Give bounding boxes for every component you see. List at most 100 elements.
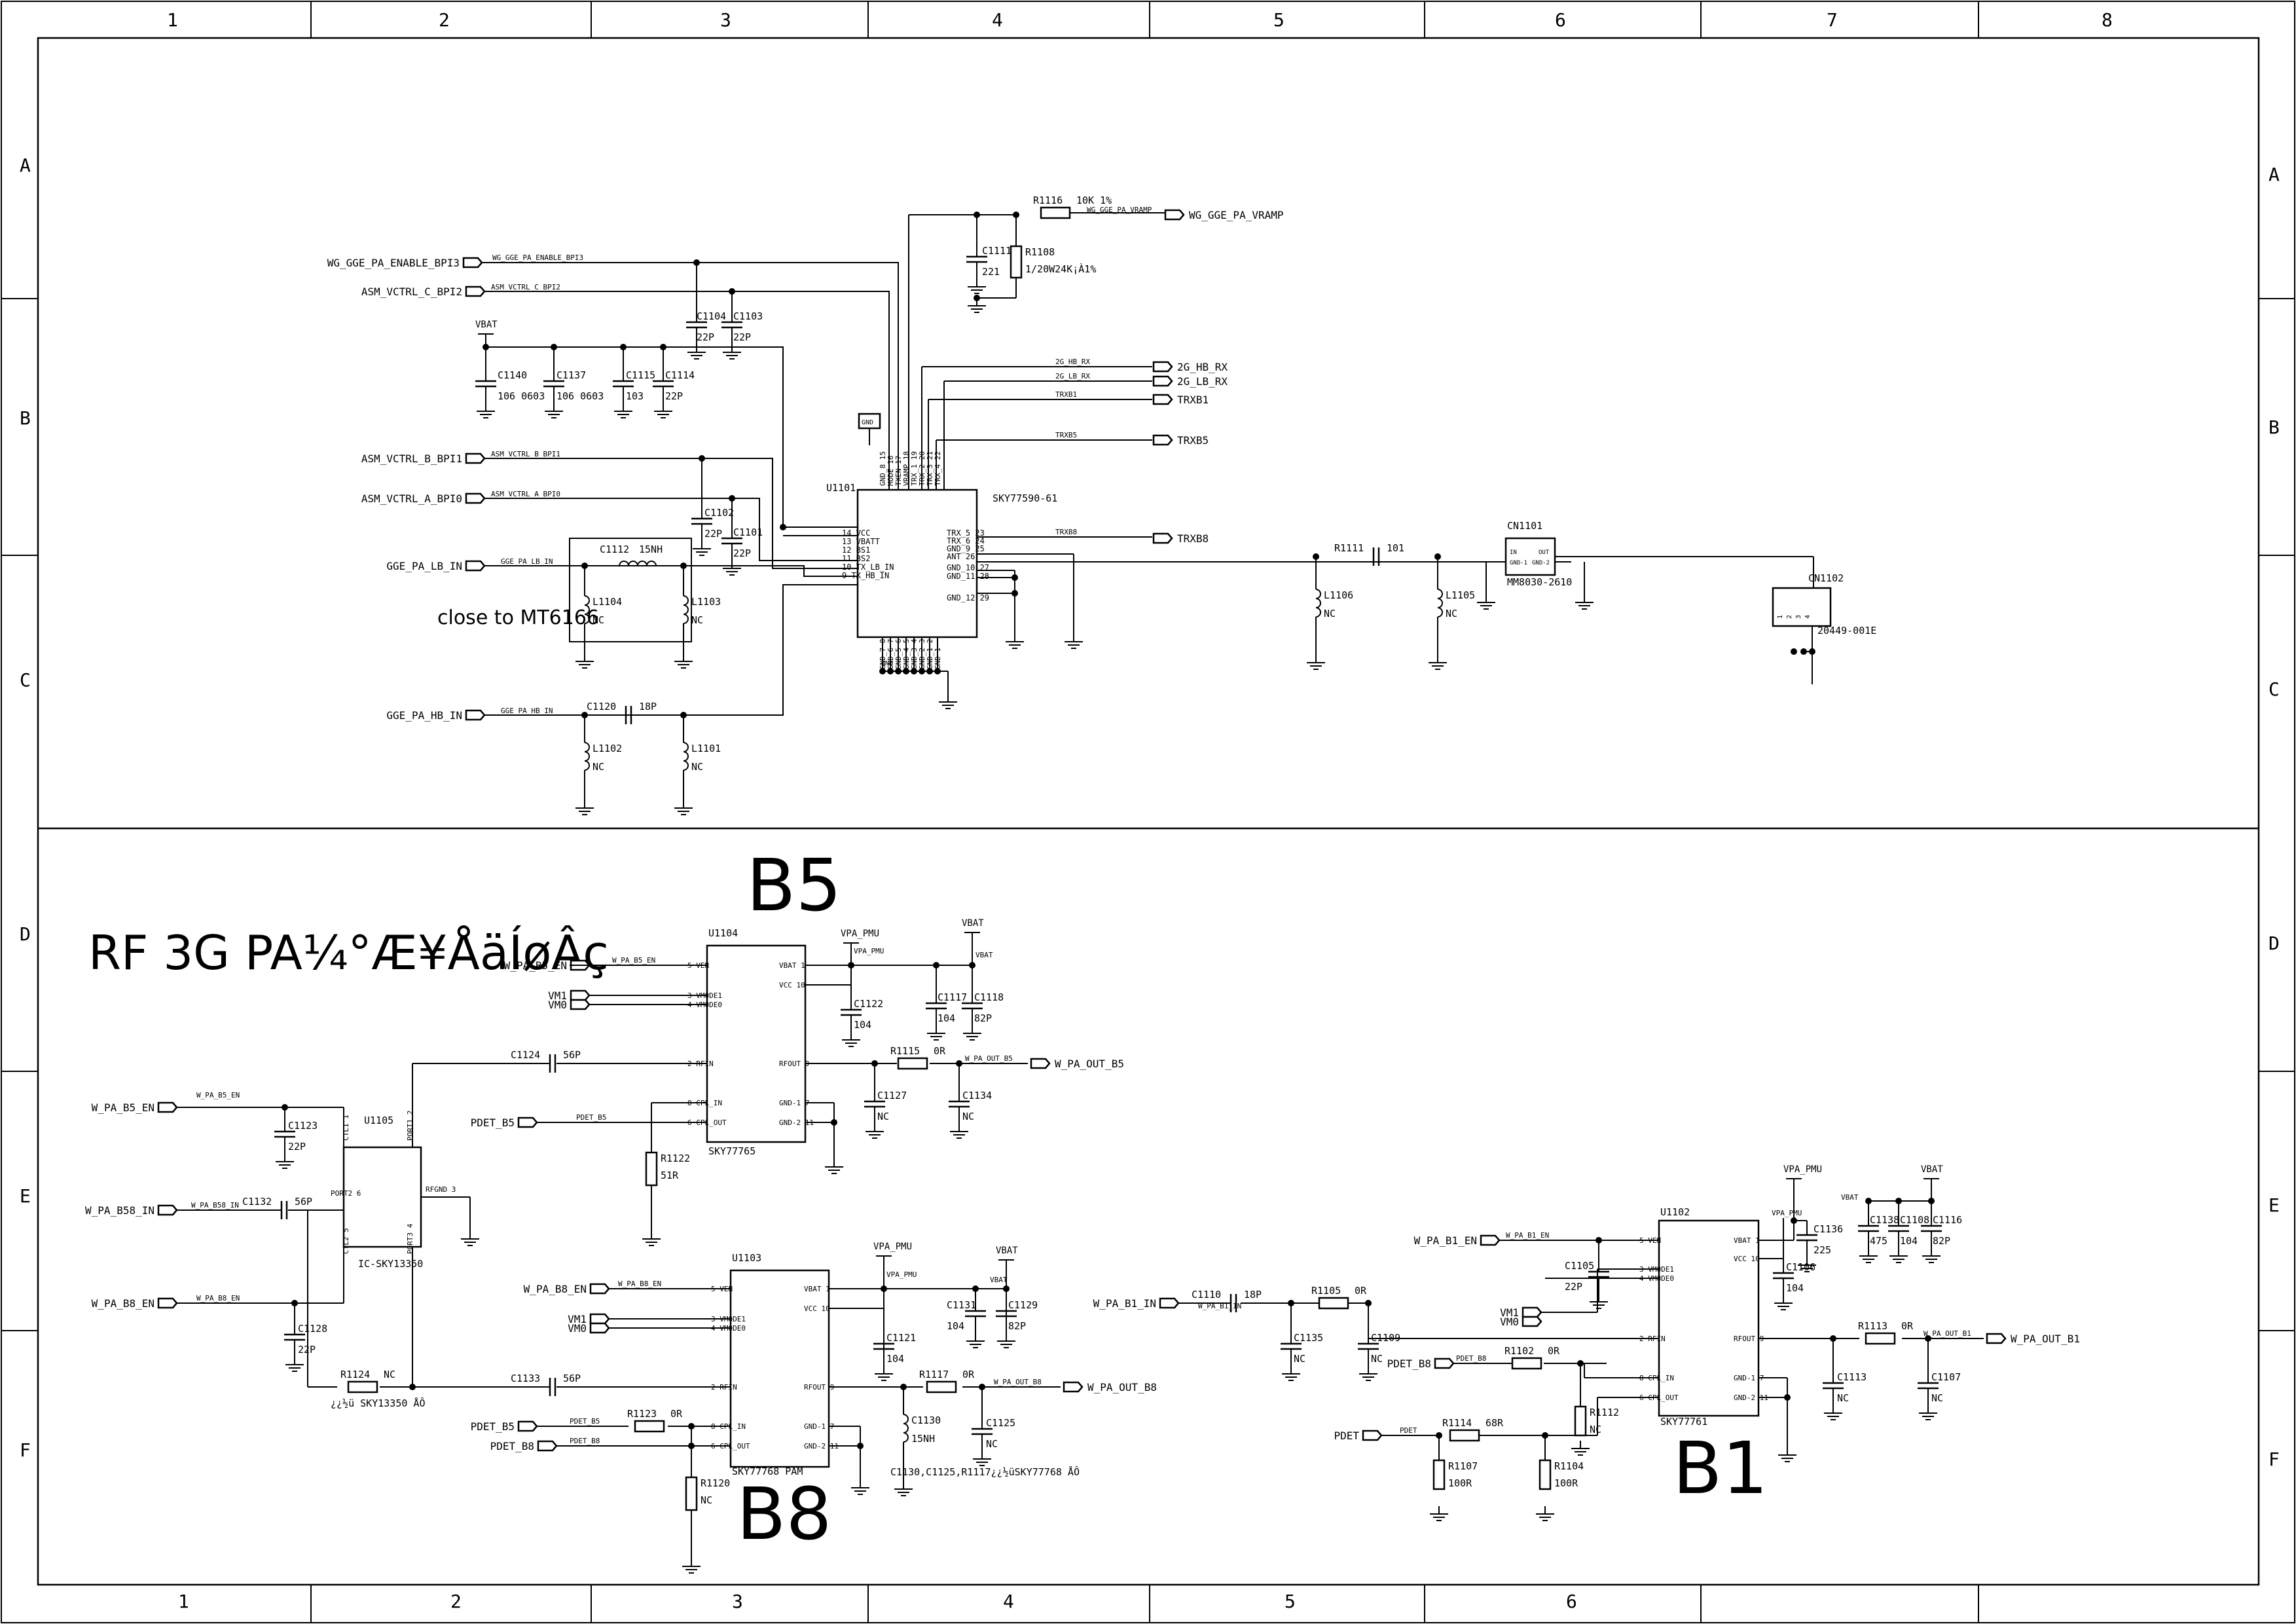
ground-symbol	[963, 1025, 981, 1041]
u1101-pin-right: GND_11 28	[947, 572, 989, 581]
resistor-value: NC	[701, 1494, 712, 1506]
capacitor-value: 56P	[295, 1196, 312, 1208]
junction-dot	[895, 668, 902, 674]
capacitor-ref: C1120	[587, 701, 616, 712]
port-vm1-b5[interactable]: VM1	[548, 989, 591, 1002]
capacitor-value: 18P	[639, 701, 657, 712]
u1103-pin-right: GND-2 11	[804, 1442, 839, 1450]
port-vm1-b1[interactable]: VM1	[1500, 1306, 1542, 1319]
port-w-pa-out-b1[interactable]: W_PA_OUT_B1	[1986, 1333, 2080, 1345]
port-pdet-b5-u1103[interactable]: PDET_B5	[471, 1420, 538, 1433]
port-wg-gge-pa-vramp[interactable]: WG_GGE_PA_VRAMP	[1164, 209, 1284, 221]
resistor-ref: R1114	[1442, 1417, 1472, 1429]
capacitor-value: NC	[1294, 1353, 1305, 1365]
port-pdet-label: PDET	[1334, 1430, 1359, 1442]
ground-symbol	[642, 1231, 661, 1246]
port-w-pa-b58-in-label: W_PA_B58_IN	[85, 1204, 155, 1217]
port-w-pa-b8-en-label: W_PA_B8_EN	[92, 1297, 155, 1310]
ground-symbol	[894, 1481, 913, 1496]
cn1101-pin: OUT	[1539, 549, 1550, 556]
capacitor-ref: C1124	[511, 1049, 540, 1061]
cn1101-pin: GND-1	[1510, 560, 1527, 566]
u1105-pin: PORT1 2	[406, 1111, 414, 1141]
port-w-pa-out-b8-label: W_PA_OUT_B8	[1087, 1381, 1157, 1393]
u1101-pin-top: TRX_4 22	[934, 451, 942, 486]
ground-symbol	[674, 654, 693, 669]
capacitor-value: 56P	[563, 1373, 581, 1384]
junction-dot	[1011, 590, 1018, 597]
port-vm0-b5[interactable]: VM0	[548, 999, 591, 1011]
gnd-net-label: GND	[862, 419, 873, 426]
junction-dot	[919, 668, 925, 674]
capacitor-ref: C1132	[242, 1196, 272, 1208]
port-gge-pa-lb-in[interactable]: GGE_PA_LB_IN	[386, 560, 486, 572]
frame-col-bottom: 4	[1003, 1591, 1014, 1612]
inductor-value: NC	[592, 614, 604, 626]
bottom-wiring	[177, 932, 1984, 1559]
wire-label-5: GGE_PA_HB_IN	[501, 707, 553, 715]
port-2g-hb-rx[interactable]: 2G_HB_RX	[1152, 361, 1228, 373]
port-w-pa-b8-en-u1103[interactable]: W_PA_B8_EN	[524, 1283, 610, 1295]
c1112-ref: C1112	[600, 544, 629, 555]
port-w-pa-b1-en[interactable]: W_PA_B1_EN	[1414, 1234, 1501, 1247]
port-pdet-b8-u1102[interactable]: PDET_B8	[1387, 1357, 1455, 1370]
u1104-pin-right: RFOUT 9	[779, 1060, 809, 1068]
port-w-pa-out-b5[interactable]: W_PA_OUT_B5	[1030, 1058, 1124, 1070]
port-w-pa-b58-in[interactable]: W_PA_B58_IN	[85, 1204, 178, 1217]
port-gge-pa-hb-in[interactable]: GGE_PA_HB_IN	[386, 709, 486, 722]
inductor-value: NC	[1324, 608, 1336, 619]
u1104-pin-right: GND-1 7	[779, 1099, 809, 1107]
port-vm0-b1[interactable]: VM0	[1500, 1316, 1542, 1328]
junction-dot	[879, 668, 886, 674]
port-asm-vctrl-a[interactable]: ASM_VCTRL_A_BPI0	[361, 492, 486, 505]
port-vm1-b5-label: VM1	[548, 989, 567, 1002]
port-vm0-b8[interactable]: VM0	[568, 1322, 610, 1335]
u1101-pin-right: GND_12 29	[947, 593, 989, 602]
ground-symbol	[1919, 1405, 1937, 1420]
port-w-pa-b1-in-label: W_PA_B1_IN	[1093, 1297, 1156, 1310]
ground-symbol	[1065, 634, 1083, 649]
port-w-pa-b8-en[interactable]: W_PA_B8_EN	[92, 1297, 178, 1310]
ground-symbol	[1798, 1257, 1816, 1272]
port-w-pa-b1-in[interactable]: W_PA_B1_IN	[1093, 1297, 1180, 1310]
cn1101-pin: IN	[1510, 549, 1517, 556]
u1104-ref: U1104	[708, 927, 738, 939]
capacitor-value: NC	[1931, 1392, 1943, 1404]
port-w-pa-b5-en[interactable]: W_PA_B5_EN	[92, 1101, 178, 1114]
port-w-pa-out-b8[interactable]: W_PA_OUT_B8	[1063, 1381, 1157, 1393]
inductor-ref: L1103	[691, 596, 721, 608]
port-asm-vctrl-b[interactable]: ASM_VCTRL_B_BPI1	[361, 452, 486, 465]
frame-row-right: D	[2269, 932, 2280, 954]
port-asm-vctrl-c[interactable]: ASM_VCTRL_C_BPI2	[361, 286, 486, 298]
port-vm1-b8[interactable]: VM1	[568, 1313, 610, 1325]
capacitor-value: 82P	[974, 1012, 992, 1024]
vbat-b1: VBAT	[1921, 1164, 1943, 1192]
port-pdet-b8[interactable]: PDET_B8	[490, 1440, 558, 1452]
u1105-pin: PORT2 6	[331, 1189, 361, 1198]
inductor-ref: L1105	[1446, 589, 1475, 601]
port-wg-gge-pa-vramp-label: WG_GGE_PA_VRAMP	[1189, 209, 1284, 221]
port-trxb8[interactable]: TRXB8	[1152, 532, 1209, 545]
port-trxb5[interactable]: TRXB5	[1152, 434, 1209, 447]
port-pdet[interactable]: PDET	[1334, 1430, 1383, 1442]
capacitor-ref: C1111	[982, 245, 1011, 257]
resistor-ref: R1105	[1311, 1285, 1341, 1297]
resistor-ref: R1124	[340, 1369, 370, 1380]
vpa-b1-wire: VPA_PMU	[1772, 1209, 1802, 1217]
ground-symbol	[1536, 1506, 1554, 1521]
port-pdet-b5[interactable]: PDET_B5	[471, 1116, 538, 1129]
port-wg-gge-pa-enable[interactable]: WG_GGE_PA_ENABLE_BPI3	[327, 257, 483, 269]
gnd-net-bottom: GND	[881, 660, 893, 667]
capacitor-ref: C1108	[1900, 1214, 1929, 1226]
port-trxb1[interactable]: TRXB1	[1152, 394, 1209, 406]
port-pdet-b5-u1103-label: PDET_B5	[471, 1420, 515, 1433]
inductor-ref: L1101	[691, 743, 721, 754]
port-2g-lb-rx[interactable]: 2G_LB_RX	[1152, 375, 1228, 388]
capacitor-value: 225	[1813, 1244, 1831, 1256]
